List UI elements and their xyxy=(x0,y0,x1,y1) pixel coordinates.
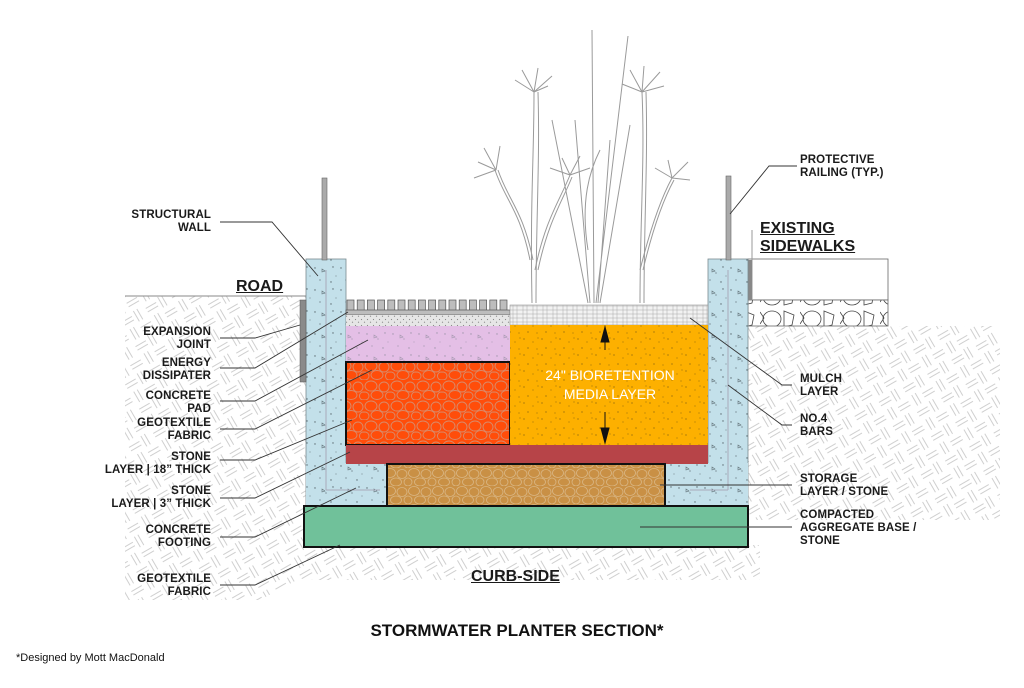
energy-dissipater xyxy=(345,299,511,316)
label-compacted-base: COMPACTED AGGREGATE BASE / STONE xyxy=(800,509,917,547)
designer-credit: *Designed by Mott MacDonald xyxy=(16,652,165,664)
sidewalk-cobble xyxy=(747,299,889,327)
label-mulch-layer: MULCH LAYER xyxy=(800,373,843,398)
label-concrete-footing: CONCRETE FOOTING xyxy=(145,524,211,549)
compacted-base xyxy=(303,505,749,548)
label-expansion-joint: EXPANSION JOINT xyxy=(143,326,211,351)
label-geotextile-fabric-lower: GEOTEXTILE FABRIC xyxy=(137,573,211,598)
soil-right xyxy=(748,326,1000,520)
mulch-layer xyxy=(509,304,709,326)
label-structural-wall: STRUCTURAL WALL xyxy=(131,209,211,234)
plants xyxy=(473,29,691,304)
road-heading: ROAD xyxy=(236,278,284,295)
curb-side-heading: CURB-SIDE xyxy=(471,568,560,585)
label-stone-layer-18: STONE LAYER | 18” THICK xyxy=(104,451,211,476)
existing-sidewalks-heading: EXISTING SIDEWALKS xyxy=(760,220,856,255)
diagram-title: STORMWATER PLANTER SECTION* xyxy=(370,621,664,640)
label-geotextile-fabric-upper: GEOTEXTILE FABRIC xyxy=(137,417,211,442)
label-concrete-pad: CONCRETE PAD xyxy=(145,390,211,415)
dissipater-base xyxy=(345,309,511,316)
soil-under xyxy=(290,545,760,580)
sidewalk-slab xyxy=(747,258,889,301)
leader-lines xyxy=(220,165,797,586)
label-storage-layer: STORAGE LAYER / STONE xyxy=(800,473,889,498)
soil-left xyxy=(125,296,306,600)
label-no4-bars: NO.4 BARS xyxy=(800,413,833,438)
railing-left xyxy=(321,177,328,261)
label-stone-layer-3: STONE LAYER | 3” THICK xyxy=(111,485,211,510)
label-energy-dissipater: ENERGY DISSIPATER xyxy=(142,357,211,382)
bioretention-media-label: 24" BIORETENTION MEDIA LAYER xyxy=(545,367,675,402)
stone-layer-3 xyxy=(346,445,708,464)
label-protective-railing: PROTECTIVE RAILING (TYP.) xyxy=(800,154,884,179)
railing-right xyxy=(725,175,732,261)
dimension-arrows xyxy=(600,325,610,445)
